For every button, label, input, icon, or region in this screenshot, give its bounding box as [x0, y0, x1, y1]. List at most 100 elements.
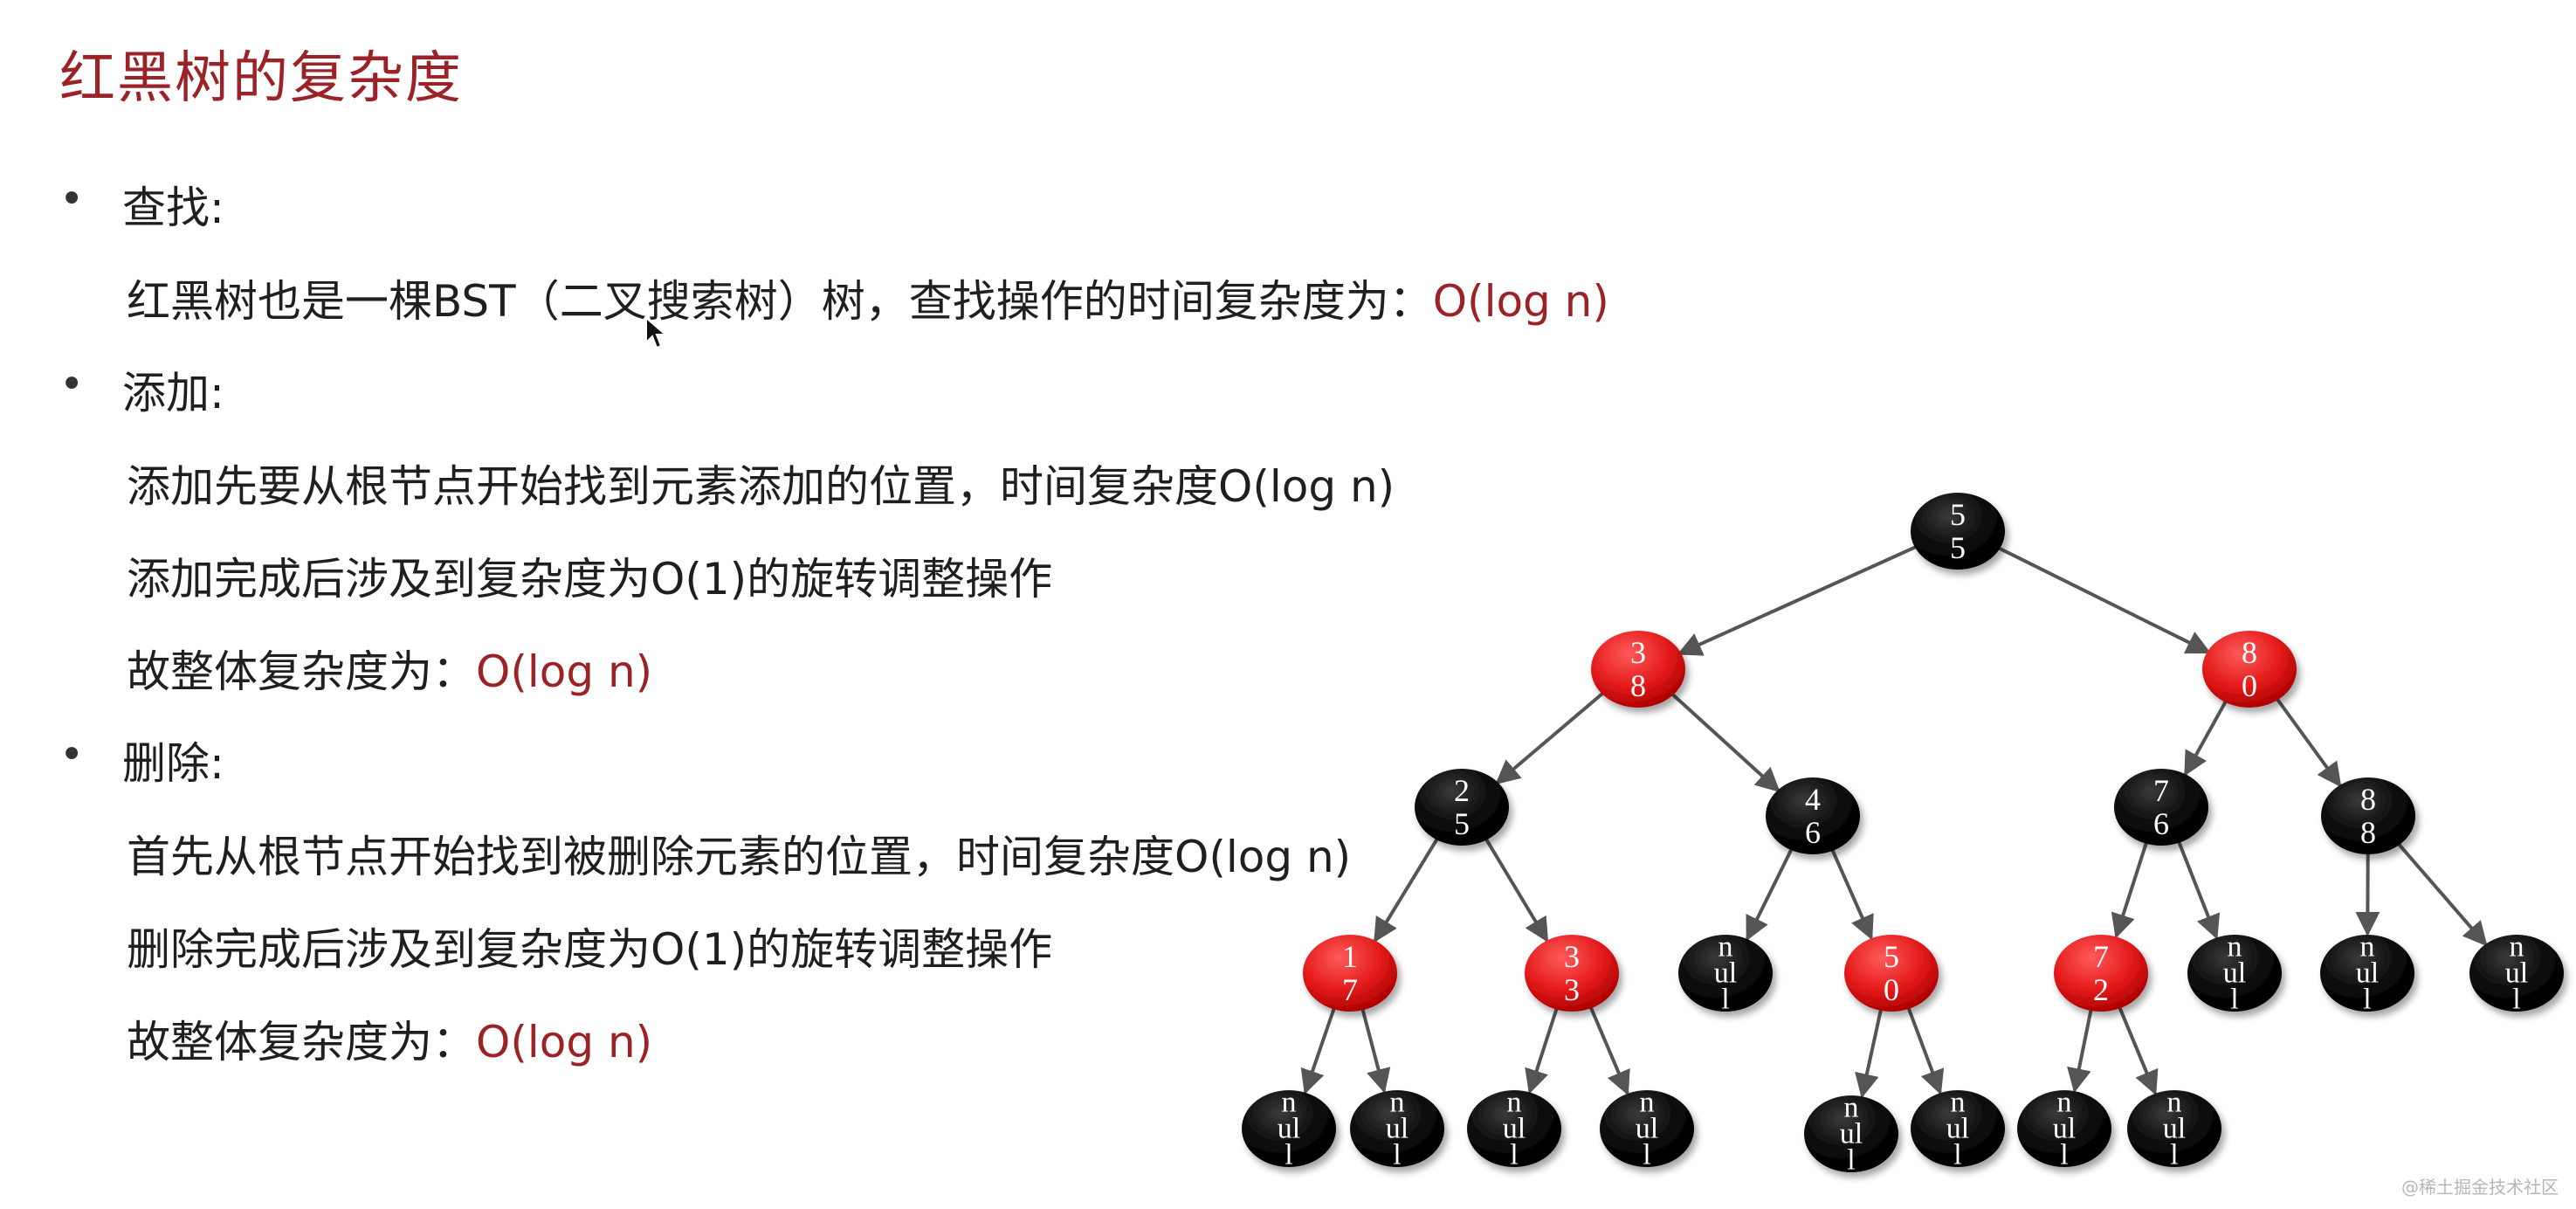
bullet-icon: •: [59, 360, 85, 409]
red-node-shape: [1303, 935, 1397, 1012]
tree-edge-n38-n46: [1669, 691, 1780, 793]
tree-node-n38: 38: [1591, 631, 1685, 708]
node-label-part: 1: [1342, 939, 1358, 974]
node-label-part: l: [1285, 1139, 1292, 1171]
node-label-part: ul: [1714, 957, 1737, 990]
node-label-part: ul: [1503, 1113, 1526, 1145]
node-label-part: 6: [1805, 815, 1821, 850]
node-label-part: ul: [2163, 1113, 2186, 1145]
black-node-shape: [1911, 493, 2005, 570]
watermark: @稀土掘金技术社区: [2401, 1177, 2559, 1198]
node-label-part: l: [2363, 984, 2371, 1016]
node-label-part: ul: [1840, 1118, 1863, 1150]
black-node-shape: [1350, 1090, 1444, 1167]
node-label-part: 8: [2360, 782, 2376, 817]
node-label-part: 5: [1884, 939, 1899, 974]
red-node-shape: [1844, 935, 1939, 1012]
node-label-part: ul: [2356, 957, 2379, 990]
node-label-part: n: [2057, 1087, 2072, 1119]
insert-line-1: 添加先要从根节点开始找到元素添加的位置，时间复杂度O(log n): [127, 452, 1395, 515]
node-label-part: n: [1640, 1087, 1655, 1119]
node-label-part: l: [1643, 1139, 1650, 1171]
node-label-part: 7: [2093, 939, 2109, 974]
node-label-part: l: [2512, 984, 2520, 1016]
tree-edge-n33-nil33R: [1588, 1005, 1630, 1096]
tree-node-n55: 55: [1911, 493, 2005, 570]
section-label-insert: 添加:: [122, 368, 224, 418]
slide-title: 红黑树的复杂度: [59, 46, 463, 111]
black-node-shape: [1600, 1090, 1694, 1167]
node-label-part: 5: [1950, 530, 1966, 565]
tree-edge-n88-nil88R: [2395, 841, 2488, 947]
node-label-part: 7: [2153, 773, 2169, 808]
tree-edge-n46-nil46L: [1746, 846, 1794, 942]
black-node-shape: [1415, 769, 1509, 846]
node-label-part: ul: [2053, 1113, 2076, 1145]
node-label-part: 2: [2093, 972, 2109, 1007]
node-label-part: l: [1953, 1139, 1961, 1171]
delete-line-2: 删除完成后涉及到复杂度为O(1)的旋转调整操作: [127, 915, 1052, 978]
black-node-shape: [2127, 1090, 2221, 1167]
complexity-highlight: O(log n): [476, 646, 653, 697]
line-text: 故整体复杂度为：: [127, 1017, 476, 1067]
node-label-part: n: [1282, 1087, 1297, 1119]
section-label-search: 查找:: [122, 183, 224, 233]
node-label-part: 0: [2242, 668, 2257, 703]
red-node-shape: [1525, 935, 1619, 1012]
tree-edge-n76-n72: [2111, 840, 2149, 939]
tree-edge-n25-n33: [1484, 836, 1549, 943]
node-label-part: ul: [1946, 1113, 1969, 1145]
node-label-part: n: [2360, 931, 2375, 964]
tree-node-n25: 25: [1415, 769, 1509, 846]
tree-edge-n80-n88: [2274, 696, 2342, 788]
tree-nodes: 553880254676881733null5072nullnullnullnu…: [1242, 493, 2564, 1177]
tree-edge-n50-nil50L: [1855, 1008, 1884, 1099]
tree-edge-n76-nil76R: [2176, 839, 2221, 940]
node-label-part: ul: [1386, 1113, 1409, 1145]
tree-edge-n50-nil50R: [1906, 1005, 1945, 1095]
node-label-part: n: [1951, 1087, 1966, 1119]
tree-node-n46: 46: [1766, 777, 1860, 854]
node-label-part: 3: [1564, 939, 1580, 974]
black-node-shape: [2017, 1090, 2111, 1167]
tree-edge-n38-n25: [1495, 690, 1607, 785]
node-label-part: l: [1721, 984, 1729, 1016]
mouse-cursor-icon: [645, 316, 668, 349]
red-node-shape: [1591, 631, 1685, 708]
line-text: 添加完成后涉及到复杂度为O(1)的旋转调整操作: [127, 554, 1053, 604]
red-node-shape: [2202, 631, 2297, 708]
node-label-part: 6: [2153, 806, 2169, 841]
tree-edge-n55-n38: [1677, 543, 1920, 656]
node-label-part: 3: [1630, 635, 1646, 670]
line-text: 添加先要从根节点开始找到元素添加的位置，时间复杂度O(log n): [127, 461, 1395, 512]
node-label-part: 0: [1884, 972, 1899, 1007]
black-node-shape: [2469, 935, 2564, 1012]
node-label-part: ul: [2505, 957, 2528, 990]
black-node-shape: [1467, 1090, 1561, 1167]
tree-edge-n72-nil72L: [2067, 1008, 2093, 1094]
node-label-part: n: [1844, 1092, 1859, 1124]
node-label-part: 8: [2360, 815, 2376, 850]
node-label-part: 3: [1564, 972, 1580, 1007]
delete-line-1: 首先从根节点开始找到被删除元素的位置，时间复杂度O(log n): [127, 822, 1351, 885]
tree-edge-n33-nil33L: [1525, 1006, 1560, 1095]
node-label-part: 5: [1950, 497, 1966, 532]
black-node-shape: [1678, 935, 1773, 1012]
bullet-icon: •: [59, 175, 85, 224]
red-node-shape: [2054, 935, 2148, 1012]
node-label-part: l: [1393, 1139, 1401, 1171]
tree-edge-n46-n50: [1829, 847, 1874, 941]
node-label-part: n: [2167, 1087, 2182, 1119]
delete-line-3: 故整体复杂度为：O(log n): [127, 1007, 652, 1070]
